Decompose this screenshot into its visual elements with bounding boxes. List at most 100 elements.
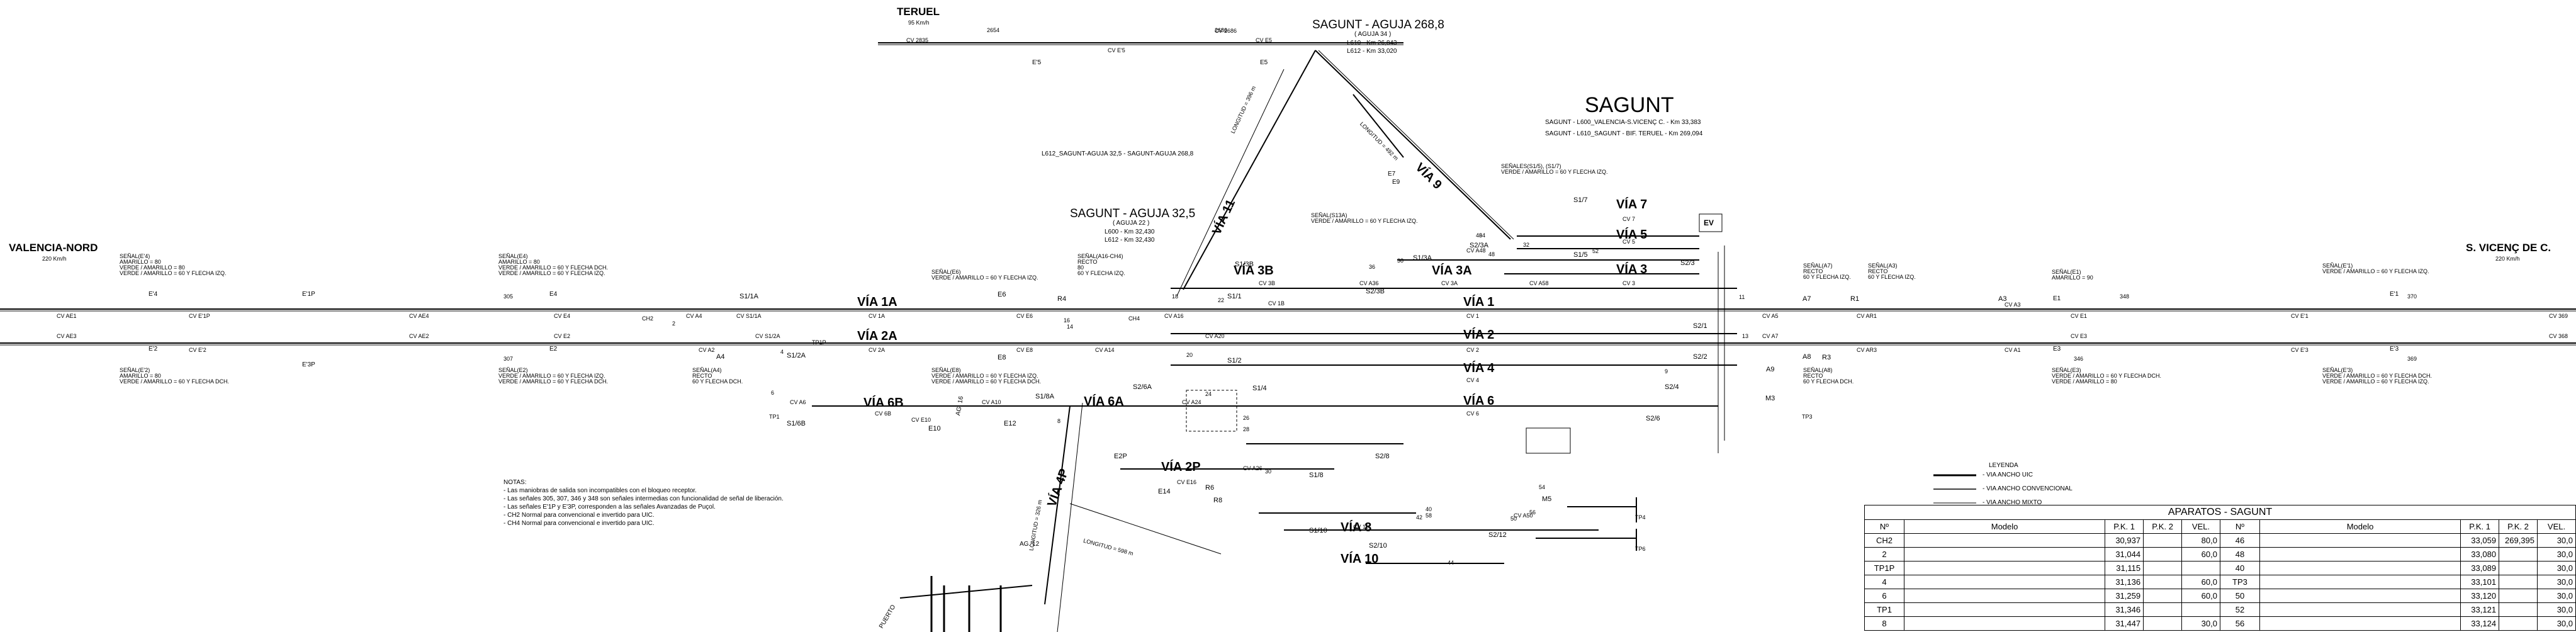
switch-number: 30 <box>1265 468 1272 475</box>
switch-number: 11 <box>1739 294 1745 300</box>
table-cell: 31,136 <box>2105 575 2144 589</box>
circuit-label: CV 4 <box>1466 377 1480 383</box>
table-cell: 33,124 <box>2460 616 2500 631</box>
table-cell <box>2499 602 2538 617</box>
circuit-label: CV A1 <box>2005 347 2021 353</box>
signal-label: S2/2 <box>1693 353 1707 361</box>
circuit-label: CV E1 <box>2071 313 2088 319</box>
signal-title: SEÑAL(E3) <box>2052 367 2081 373</box>
signal-title: SEÑAL(A8) <box>1803 367 1833 373</box>
table-cell: 31,346 <box>2105 602 2144 617</box>
signal-label: E'1 <box>2390 291 2399 298</box>
table-cell: 30,0 <box>2537 616 2576 631</box>
switch-number: TP3 <box>1802 414 1813 420</box>
table-row: 6 31,259 60,0 50 33,120 30,0 <box>1864 589 2576 603</box>
aguja-km: L610 - Km 26,843 <box>1347 40 1397 47</box>
table-row: TP1P 31,115 40 33,089 30,0 <box>1864 561 2576 575</box>
table-cell <box>2259 616 2461 631</box>
switch-number: 54 <box>1539 484 1546 490</box>
table-cell: 8 <box>1864 616 1904 631</box>
signal-title: SEÑAL(E'4) <box>120 253 150 259</box>
switch-number: 44 <box>1448 560 1454 566</box>
table-cell: TP1P <box>1864 561 1904 575</box>
table-cell <box>2143 533 2183 548</box>
signal-aspect: RECTO <box>1077 259 1098 265</box>
switch-number: 24 <box>1205 391 1212 397</box>
signal-title: SEÑALES(S1/5), (S1/7) <box>1501 163 1561 169</box>
signal-aspect: VERDE / AMARILLO = 60 Y FLECHA DCH. <box>2052 373 2161 379</box>
circuit-label: CV E'1P <box>189 313 210 319</box>
circuit-label: CV A58 <box>1529 280 1549 286</box>
signal-block: SEÑAL(A4) RECTO 60 Y FLECHA DCH. <box>692 368 743 385</box>
signal-label: E5 <box>1260 59 1268 66</box>
circuit-label: CV E'2 <box>189 347 206 353</box>
signal-aspect: 60 Y FLECHA DCH. <box>1803 378 1854 385</box>
switch-number: 58 <box>1426 512 1432 519</box>
circuit-label: CV 6B <box>875 410 892 417</box>
signal-aspect: AMARILLO = 80 <box>120 373 161 379</box>
switch-number: 34 <box>1479 232 1486 239</box>
circuit-label: CV 1A <box>869 313 886 319</box>
signal-label: S2/3A <box>1470 242 1488 249</box>
signal-block: SEÑAL(S13A) VERDE / AMARILLO = 60 Y FLEC… <box>1311 213 1417 224</box>
signal-block: SEÑAL(E'1) VERDE / AMARILLO = 60 Y FLECH… <box>2322 263 2429 274</box>
signal-aspect: RECTO <box>692 373 712 379</box>
circuit-label: CV 1 <box>1466 313 1480 319</box>
signal-aspect: VERDE / AMARILLO = 60 Y FLECHA DCH. <box>931 378 1041 385</box>
switch-number: 42 <box>1416 514 1423 521</box>
signal-title: SEÑAL(E4) <box>498 253 528 259</box>
signal-title: SEÑAL(S13A) <box>1311 212 1347 218</box>
signal-aspect: VERDE / AMARILLO = 60 Y FLECHA DCH. <box>120 378 229 385</box>
switch-number: 348 <box>2120 293 2130 300</box>
circuit-label: CV 2A <box>869 347 886 353</box>
table-cell <box>2143 561 2183 575</box>
signal-block: SEÑAL(A16-CH4) RECTO 80 60 Y FLECHA IZQ. <box>1077 254 1125 276</box>
aguja-sub: ( AGUJA 34 ) <box>1354 31 1392 38</box>
switch-number: 13 <box>1742 333 1749 339</box>
signal-title: SEÑAL(E'1) <box>2322 262 2353 269</box>
signal-title: SEÑAL(A4) <box>692 367 722 373</box>
signal-label: E14 <box>1158 488 1171 495</box>
signal-aspect: AMARILLO = 90 <box>2052 274 2093 281</box>
signal-label: A7 <box>1803 295 1811 303</box>
circuit-label: CV 6 <box>1466 410 1480 417</box>
switch-number: 40 <box>1426 506 1432 512</box>
signal-label: E8 <box>998 354 1006 361</box>
column-header: Modelo <box>1903 519 2106 534</box>
switch-number: TP4 <box>1635 514 1646 521</box>
table-cell <box>1903 616 2106 631</box>
table-cell: 30,937 <box>2105 533 2144 548</box>
signal-label: S1/8 <box>1309 471 1324 479</box>
switch-number: 305 <box>503 293 514 300</box>
aguja-title: SAGUNT - AGUJA 32,5 <box>1070 207 1196 220</box>
switch-number: TP6 <box>1635 546 1646 552</box>
circuit-label: CV A50 <box>1514 512 1533 519</box>
table-cell: 60,0 <box>2181 575 2220 589</box>
table-cell: 46 <box>2219 533 2260 548</box>
column-header: Nº <box>2219 519 2260 534</box>
circuit-label: CV E8 <box>1016 347 1033 353</box>
station-speed: 95 Km/h <box>908 20 930 26</box>
signal-label: S2/3 <box>1680 259 1695 267</box>
switch-number: 56 <box>1529 509 1536 516</box>
track-label: VÍA 3A <box>1432 264 1472 278</box>
circuit-label: CV A4 <box>686 313 702 319</box>
column-header: P.K. 1 <box>2105 519 2144 534</box>
table-cell: 30,0 <box>2537 547 2576 561</box>
signal-aspect: VERDE / AMARILLO = 60 Y FLECHA IZQ. <box>498 270 605 276</box>
signal-block: SEÑAL(E'3) VERDE / AMARILLO = 60 Y FLECH… <box>2322 368 2432 385</box>
switch-number: CH4 <box>1128 315 1140 322</box>
signal-label: R1 <box>1850 295 1860 303</box>
station-name: TERUEL <box>897 6 940 18</box>
signal-label: E9 <box>1392 179 1400 186</box>
circuit-label: CV 3 <box>1623 280 1636 286</box>
signal-label: A9 <box>1766 366 1775 373</box>
signal-aspect: VERDE / AMARILLO = 60 Y FLECHA DCH. <box>498 378 608 385</box>
signal-block: SEÑAL(E'4) AMARILLO = 80 VERDE / AMARILL… <box>120 254 226 276</box>
signal-label: S2/6 <box>1646 415 1660 422</box>
aguja-link-label: L612_SAGUNT-AGUJA 32,5 - SAGUNT-AGUJA 26… <box>1042 150 1194 157</box>
table-cell: 30,0 <box>2181 616 2220 631</box>
switch-number: 36 <box>1369 264 1376 270</box>
table-cell: 31,115 <box>2105 561 2144 575</box>
circuit-label: CV S1/2A <box>755 333 780 339</box>
